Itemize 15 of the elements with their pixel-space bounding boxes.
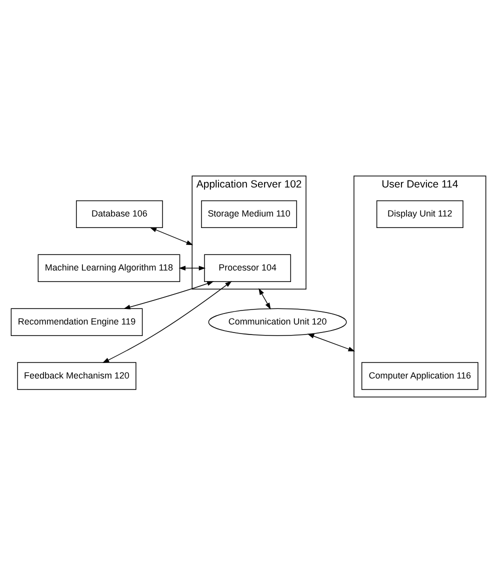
arrow — [307, 334, 356, 352]
node-box: Processor 104 — [204, 254, 292, 282]
arrow — [150, 227, 194, 246]
node-box: Computer Application 116 — [361, 362, 478, 390]
arrow — [124, 281, 214, 310]
node-box: Recommendation Engine 119 — [10, 308, 143, 336]
node-box: Storage Medium 110 — [201, 200, 298, 228]
arrow — [102, 280, 232, 364]
arrow — [178, 266, 206, 270]
node-box: Database 106 — [76, 200, 163, 228]
node-box: Display Unit 112 — [376, 200, 464, 228]
arrow — [258, 288, 271, 310]
node-box: Feedback Mechanism 120 — [17, 362, 136, 390]
node-ellipse: Communication Unit 120 — [208, 308, 347, 336]
node-box: Machine Learning Algorithm 118 — [38, 254, 180, 282]
